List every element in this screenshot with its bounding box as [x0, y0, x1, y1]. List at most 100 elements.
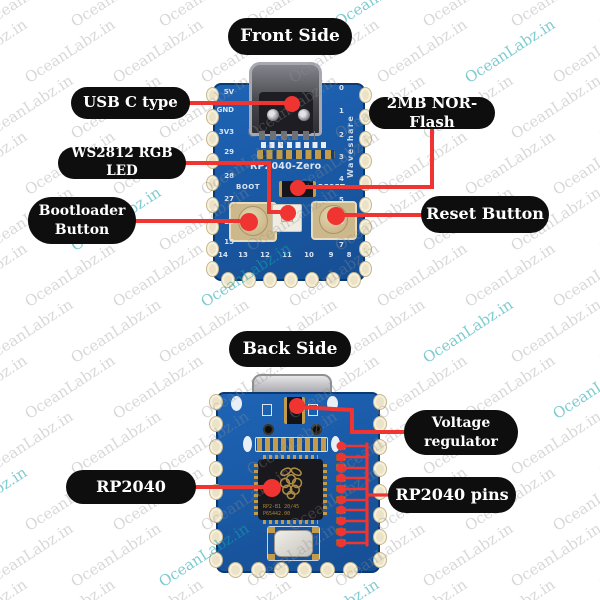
watermark-text: OceanLabz.in	[595, 0, 600, 31]
pin-label: 3	[339, 153, 344, 161]
watermark-text: OceanLabz.in	[0, 239, 31, 311]
pin-label: 1	[339, 107, 344, 115]
watermark-text: OceanLabz.in	[549, 239, 600, 311]
pin-label: 15	[224, 238, 234, 246]
castellated-pad	[206, 241, 219, 257]
header-pads-row	[257, 150, 335, 159]
watermark-text: OceanLabz.in	[419, 0, 516, 31]
watermark-text: OceanLabz.in	[21, 15, 119, 87]
silkscreen-box	[308, 404, 318, 416]
watermark-text: OceanLabz.in	[507, 519, 600, 591]
castellated-pad	[209, 439, 223, 455]
watermark-text: OceanLabz.in	[0, 519, 77, 591]
gold-pad	[336, 475, 346, 482]
pin-label: 8	[346, 251, 352, 259]
pin-label: 4	[339, 175, 344, 183]
front-side-title: Front Side	[228, 18, 352, 55]
mount-pad	[243, 436, 252, 452]
pin-label: 2	[339, 131, 344, 139]
qfn-pins	[263, 520, 318, 524]
chip-marking: RP2-B1 20/45	[263, 504, 300, 510]
mount-pad	[327, 396, 338, 411]
castellated-pad	[359, 241, 372, 257]
castellated-pad	[209, 461, 223, 477]
castellated-pad	[305, 272, 319, 288]
castellated-pad	[209, 507, 223, 523]
label-ws2812-rgb-led: WS2812 RGB LED	[58, 145, 186, 179]
label-2mb-nor-flash: 2MB NOR-Flash	[369, 94, 495, 131]
gold-pad	[336, 517, 346, 524]
watermark-text: OceanLabz.in	[507, 295, 600, 367]
castellated-pad	[221, 272, 235, 288]
usb-anchor-joint	[263, 424, 274, 435]
watermark-text: OceanLabz.in	[67, 295, 165, 367]
crystal-pad	[312, 554, 319, 560]
castellated-pad	[251, 562, 266, 578]
pin-label: 26	[224, 218, 234, 226]
watermark-text: OceanLabz.in	[0, 295, 77, 367]
header-holes-row	[261, 142, 330, 148]
castellated-pad	[347, 272, 361, 288]
usb-eyelet	[297, 108, 311, 122]
pin-label: 0	[339, 84, 344, 92]
watermark-text: OceanLabz.in	[595, 295, 600, 367]
castellated-pad	[359, 219, 372, 235]
watermark-text: OceanLabz.in	[595, 183, 600, 255]
watermark-text: OceanLabz.in	[461, 575, 558, 600]
castellated-pad	[359, 131, 372, 147]
pin-label: 3V3	[218, 128, 234, 136]
qfn-pins	[263, 455, 318, 459]
castellated-pad	[206, 261, 219, 277]
pin-label: GND	[216, 106, 234, 114]
gold-pad	[336, 464, 346, 471]
watermark-text: OceanLabz.in	[595, 71, 600, 143]
usb-anchor-joint	[311, 424, 322, 435]
watermark-text: OceanLabz.in	[0, 127, 31, 199]
chip-marking: P65442.00	[263, 511, 291, 517]
usb-eyelet	[266, 108, 280, 122]
crystal-oscillator	[274, 530, 313, 557]
gold-pad	[336, 496, 346, 503]
watermark-text: OceanLabz.in	[373, 575, 470, 600]
pin-label: 29	[224, 148, 234, 156]
gold-pad	[336, 454, 346, 461]
castellated-pad	[373, 507, 387, 523]
pin-label: 9	[328, 251, 334, 259]
pin-label: 12	[260, 251, 270, 259]
castellated-pad	[359, 87, 372, 103]
pin-label: 10	[304, 251, 314, 259]
castellated-pad	[242, 272, 256, 288]
crystal-pad	[268, 554, 275, 560]
castellated-pad	[373, 394, 387, 410]
gold-pad	[336, 485, 346, 492]
watermark-text: OceanLabz.in	[373, 239, 471, 311]
castellated-pad	[297, 562, 312, 578]
bootloader-button-cap	[238, 206, 268, 236]
castellated-pad	[359, 175, 372, 191]
castellated-pad	[373, 529, 387, 545]
castellated-pad	[228, 562, 243, 578]
castellated-pad	[209, 484, 223, 500]
castellated-pad	[373, 552, 387, 568]
crystal-pad	[268, 527, 275, 533]
watermark-text: OceanLabz.in	[549, 15, 600, 87]
watermark-text: OceanLabz.in	[21, 575, 118, 600]
watermark-text: OceanLabz.in	[595, 407, 600, 479]
watermark-text: OceanLabz.in	[197, 575, 294, 600]
watermark-text: OceanLabz.in	[373, 15, 471, 87]
watermark-text: OceanLabz.in	[67, 407, 165, 479]
pin-label: 14	[218, 251, 228, 259]
watermark-text: OceanLabz.in	[549, 463, 600, 535]
watermark-text: OceanLabz.in	[373, 127, 471, 199]
castellated-pad	[206, 109, 219, 125]
ws2812-die	[281, 210, 293, 222]
castellated-pad	[359, 261, 372, 277]
castellated-pad	[209, 552, 223, 568]
castellated-pad	[373, 461, 387, 477]
raspberry-pi-logo	[279, 467, 303, 500]
pin-label: 6	[339, 218, 344, 226]
header-pads-row-back	[255, 437, 328, 452]
watermark-text: OceanLabz.in	[0, 351, 31, 423]
label-bootloader-button: Bootloader Button	[28, 197, 136, 244]
label-reset-button: Reset Button	[421, 196, 549, 233]
